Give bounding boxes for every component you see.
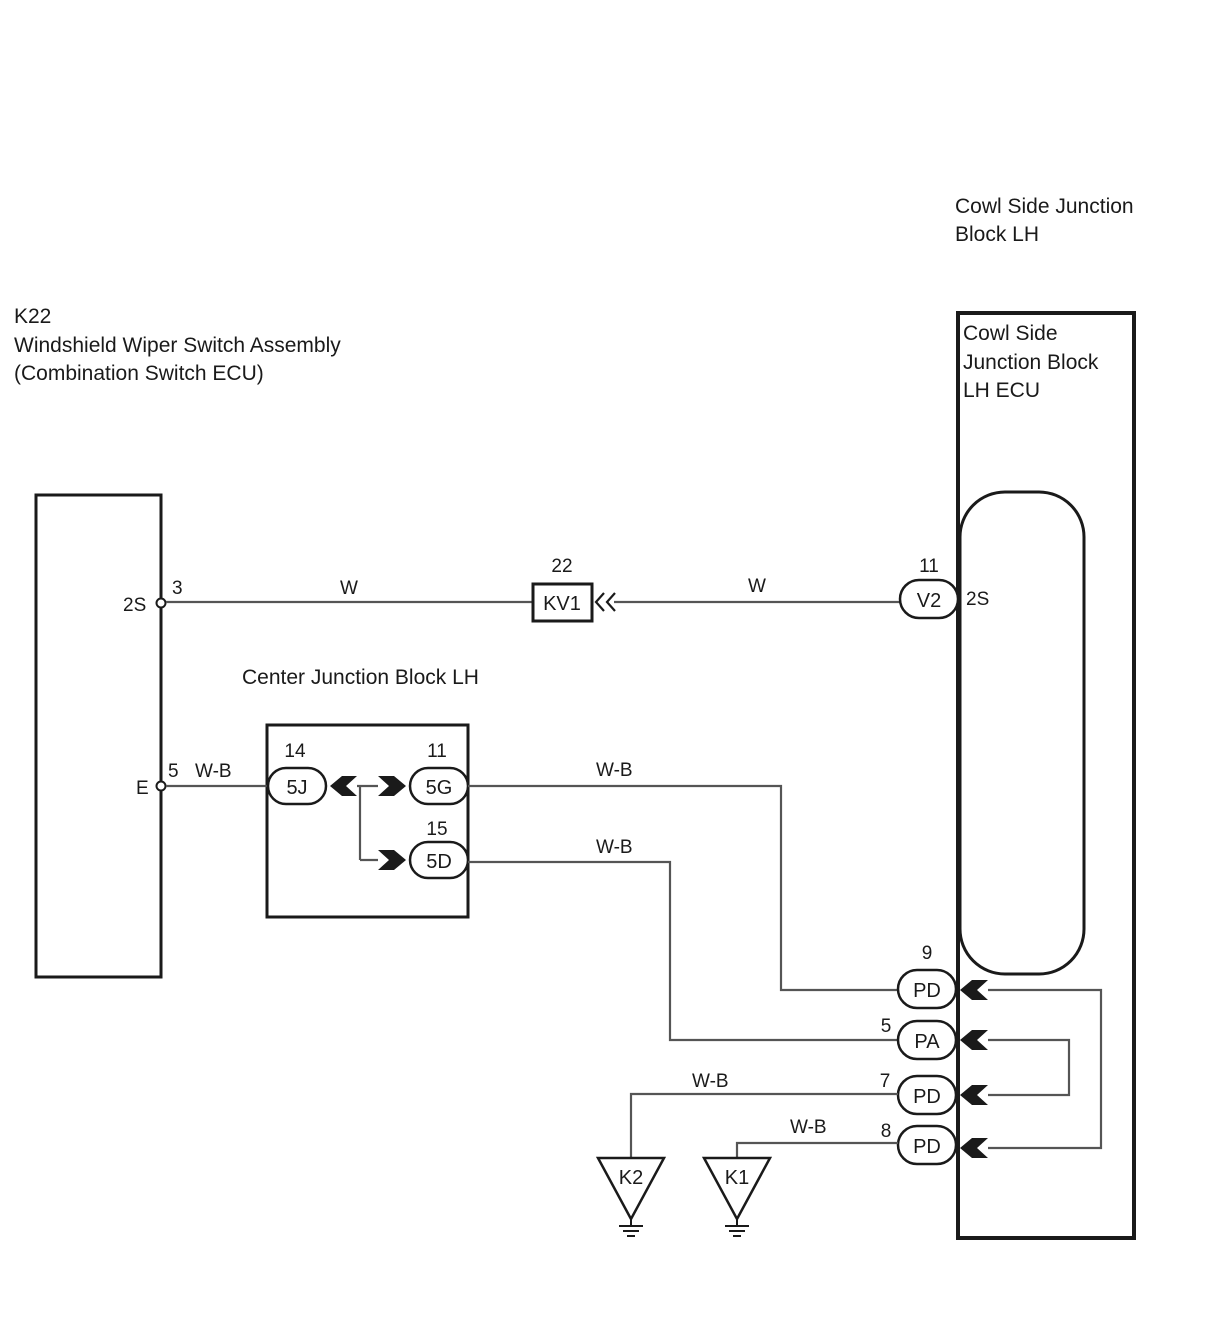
- connector-v2-pin: 11: [919, 556, 939, 577]
- connector-kv1-pin: 22: [551, 556, 572, 577]
- pd-9-arrow: [960, 980, 988, 1000]
- ground-k2-label: K2: [619, 1167, 643, 1189]
- cowl-block-title-line1: Cowl Side Junction: [955, 195, 1134, 218]
- connector-pd-7-label: PD: [913, 1086, 941, 1108]
- cowl-internal-bus-inner: [988, 1038, 1071, 1097]
- cowl-ecu-label-line2: Junction Block: [963, 351, 1099, 374]
- wire-w-left-label: W: [340, 578, 358, 599]
- connector-5d-pin: 15: [426, 819, 447, 840]
- kv1-female-chevron: [594, 592, 616, 612]
- connector-v2-label: V2: [917, 590, 941, 612]
- terminal-2s-dot: [155, 597, 167, 609]
- wire-wb-k1-label: W-B: [790, 1117, 827, 1138]
- wire-wb-5g: [468, 784, 898, 992]
- connector-pa-5-label: PA: [914, 1031, 940, 1053]
- wiper-switch-subname: (Combination Switch ECU): [14, 362, 264, 385]
- wire-wb-k2-label: W-B: [692, 1071, 729, 1092]
- connector-5d: [408, 840, 470, 880]
- connector-pd-9-label: PD: [913, 980, 941, 1002]
- connector-pd-9-pin: 9: [922, 943, 933, 964]
- cowl-ecu-label-line1: Cowl Side: [963, 322, 1058, 345]
- connector-5j-label: 5J: [286, 777, 307, 799]
- connector-kv1-label: KV1: [543, 593, 581, 615]
- connector-pd-8-label: PD: [913, 1136, 941, 1158]
- wire-w-right-label: W: [748, 576, 766, 597]
- wire-wb-5d-label: W-B: [596, 837, 633, 858]
- wire-wb-5g-label: W-B: [596, 760, 633, 781]
- center-junction-block-box: [265, 723, 470, 919]
- terminal-e-dot: [155, 780, 167, 792]
- ground-k1-label: K1: [725, 1167, 749, 1189]
- connector-pa-5-pin: 5: [881, 1016, 892, 1037]
- cowl-block-title-line2: Block LH: [955, 223, 1039, 246]
- pa-5-arrow: [960, 1030, 988, 1050]
- connector-pd-9: [896, 968, 958, 1010]
- cowl-side-junction-block-ecu: [958, 490, 1086, 976]
- wiper-switch-terminal-2s: 2S: [123, 595, 146, 616]
- connector-5j-pin: 14: [284, 741, 306, 762]
- ground-k1-icon: [701, 1156, 773, 1237]
- connector-pa-5: [896, 1019, 958, 1061]
- connector-pd-7-pin: 7: [880, 1071, 891, 1092]
- wire-wb-k2: [629, 1092, 898, 1158]
- connector-kv1: [531, 582, 594, 623]
- 5g-input-arrow: [378, 776, 406, 796]
- wiper-switch-box: [34, 493, 163, 979]
- wire-wb-5d: [468, 860, 898, 1042]
- connector-5g-label: 5G: [426, 777, 453, 799]
- wiper-switch-pin-5: 5: [168, 761, 179, 782]
- wiper-switch-code: K22: [14, 305, 51, 328]
- wiper-switch-name: Windshield Wiper Switch Assembly: [14, 334, 341, 357]
- center-junction-block-title: Center Junction Block LH: [242, 666, 479, 689]
- connector-pd-8: [896, 1124, 958, 1166]
- connector-pd-8-pin: 8: [881, 1121, 892, 1142]
- connector-5j: [266, 766, 328, 806]
- cowl-ecu-label-line3: LH ECU: [963, 379, 1040, 402]
- cowl-ecu-terminal-2s: 2S: [966, 589, 989, 610]
- wire-wb-e-label: W-B: [195, 761, 232, 782]
- 5j-bus-arrow: [330, 776, 357, 796]
- ground-k2-icon: [595, 1156, 667, 1237]
- pd-8-arrow: [960, 1138, 988, 1158]
- connector-5d-label: 5D: [426, 851, 452, 873]
- wire-wb-k1: [735, 1141, 898, 1158]
- wiper-switch-terminal-e: E: [136, 778, 149, 799]
- cowl-side-junction-block-box: [956, 311, 1136, 1240]
- pd-7-arrow: [960, 1085, 988, 1105]
- cowl-internal-bus-outer: [988, 988, 1103, 1150]
- 5d-input-arrow: [378, 850, 406, 870]
- wiper-switch-pin-3: 3: [172, 578, 183, 599]
- connector-5g-pin: 11: [427, 741, 447, 762]
- connector-v2: [898, 578, 960, 620]
